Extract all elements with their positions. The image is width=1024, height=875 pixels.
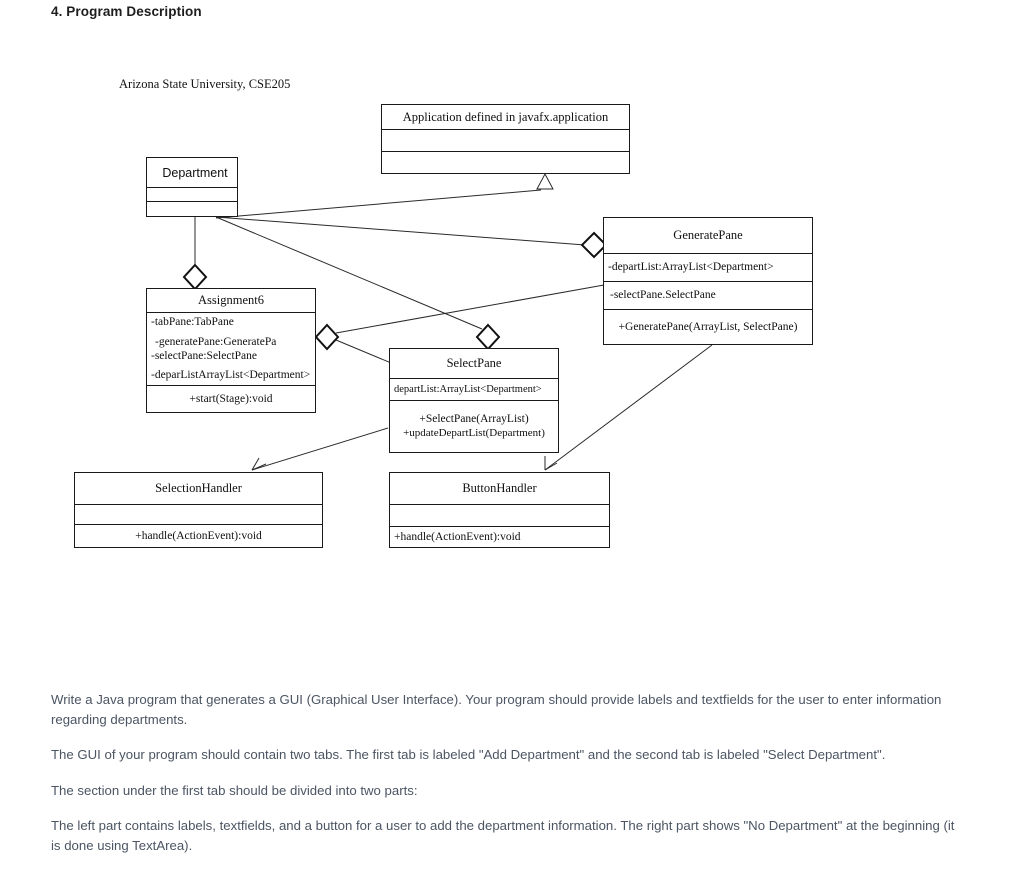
class-name-buttonhandler: ButtonHandler (462, 481, 537, 495)
class-methods-assignment6: +start(Stage):void (147, 386, 315, 412)
class-attributes-assignment6: -tabPane:TabPane -generatePane:GenerateP… (147, 313, 315, 386)
method-row: +handle(ActionEvent):void (394, 530, 521, 543)
class-box-application[interactable]: Application defined in javafx.applicatio… (381, 104, 630, 174)
attribute-row: -generatePane:GeneratePa (155, 335, 277, 348)
arrowhead-selectionhandler (251, 457, 267, 471)
class-name-generatepane: GeneratePane (673, 228, 743, 242)
class-attributes-buttonhandler (390, 505, 609, 527)
class-attributes-application (382, 130, 629, 152)
class-box-assignment6[interactable]: Assignment6 -tabPane:TabPane -generatePa… (146, 288, 316, 413)
class-attributes-selectpane: departList:ArrayList<Department> (390, 379, 558, 401)
uml-class-diagram: Arizona State University, CSE205 Applica… (74, 77, 813, 548)
class-box-selectionhandler[interactable]: SelectionHandler +handle(ActionEvent):vo… (74, 472, 323, 548)
edge-selectpane-selectionhandler (251, 427, 389, 471)
edge-department-selectpane (215, 216, 483, 330)
class-methods-application (382, 152, 629, 173)
class-attributes-selectionhandler (75, 505, 322, 525)
edge-assignment6-application (215, 189, 542, 219)
diagram-caption: Arizona State University, CSE205 (119, 77, 291, 91)
class-methods-selectpane: +SelectPane(ArrayList) +updateDepartList… (390, 401, 558, 452)
attribute-row: -selectPane.SelectPane (610, 289, 716, 302)
program-description-text: Write a Java program that generates a GU… (51, 690, 961, 871)
class-box-buttonhandler[interactable]: ButtonHandler +handle(ActionEvent):void (389, 472, 610, 548)
method-row: +handle(ActionEvent):void (135, 529, 262, 542)
class-attributes-generatepane-2: -selectPane.SelectPane (604, 282, 812, 310)
class-name-application: Application defined in javafx.applicatio… (402, 109, 609, 124)
class-box-selectpane[interactable]: SelectPane departList:ArrayList<Departme… (389, 348, 559, 453)
page-title: 4. Program Description (51, 4, 202, 19)
class-attributes-department (147, 188, 237, 202)
generalization-triangle-application (536, 172, 554, 190)
edge-assignment6-generatepane (335, 284, 605, 334)
arrowhead-buttonhandler (544, 456, 558, 471)
aggregation-diamond-generatepane-department (580, 231, 608, 259)
edge-department-generatepane (215, 216, 586, 246)
attribute-row: departList:ArrayList<Department> (394, 383, 542, 395)
method-row: +start(Stage):void (189, 392, 273, 405)
class-box-generatepane[interactable]: GeneratePane -departList:ArrayList<Depar… (603, 217, 813, 345)
paragraph: Write a Java program that generates a GU… (51, 692, 942, 727)
attribute-row: -departList:ArrayList<Department> (608, 261, 774, 274)
method-row: +SelectPane(ArrayList) (419, 413, 529, 426)
class-methods-selectionhandler: +handle(ActionEvent):void (75, 525, 322, 547)
class-attributes-generatepane-1: -departList:ArrayList<Department> (604, 254, 812, 282)
method-row: +updateDepartList(Department) (403, 426, 545, 439)
class-name-selectionhandler: SelectionHandler (155, 481, 242, 495)
aggregation-diamond-assignment6-department (182, 263, 208, 291)
paragraph: The left part contains labels, textfield… (51, 818, 955, 853)
method-row: +GeneratePane(ArrayList, SelectPane) (618, 320, 798, 333)
attribute-row: -tabPane:TabPane (151, 316, 234, 329)
attribute-row: -deparListArrayList<Department> (151, 369, 311, 382)
paragraph: The section under the first tab should b… (51, 782, 418, 798)
class-methods-buttonhandler: +handle(ActionEvent):void (390, 527, 609, 547)
paragraph: The GUI of your program should contain t… (51, 747, 886, 763)
class-methods-department (147, 202, 237, 216)
class-name-assignment6: Assignment6 (198, 293, 264, 307)
edge-generatepane-buttonhandler (544, 344, 713, 471)
class-methods-generatepane: +GeneratePane(ArrayList, SelectPane) (604, 310, 812, 344)
class-box-department[interactable]: Department (146, 157, 238, 217)
class-name-department: Department (162, 165, 228, 180)
attribute-row: -selectPane:SelectPane (151, 350, 258, 362)
aggregation-diamond-assignment6-panes (314, 323, 340, 351)
class-name-selectpane: SelectPane (446, 356, 502, 370)
